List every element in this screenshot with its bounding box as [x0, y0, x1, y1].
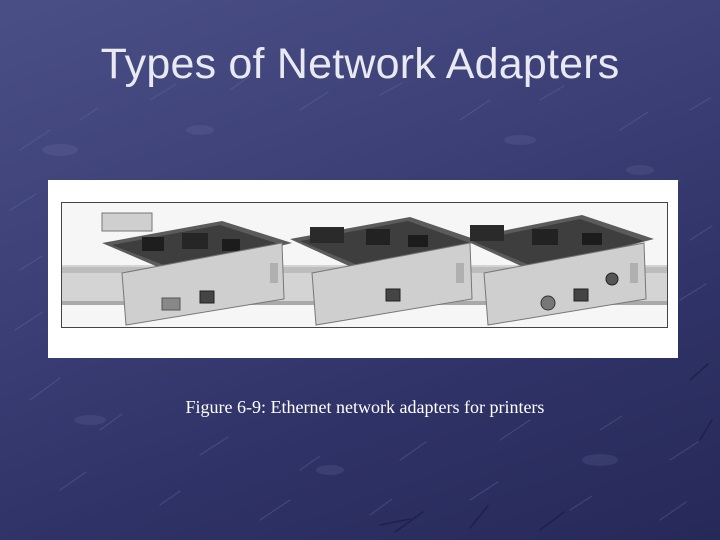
figure-frame: [48, 180, 678, 358]
adapter-card-3: [462, 215, 654, 326]
adapter-card-2: [290, 217, 480, 326]
network-adapter-photo-icon: [61, 202, 668, 328]
figure-caption: Figure 6-9: Ethernet network adapters fo…: [185, 397, 545, 417]
adapter-card-1: [101, 212, 292, 326]
slide-title: Types of Network Adapters: [100, 40, 620, 88]
